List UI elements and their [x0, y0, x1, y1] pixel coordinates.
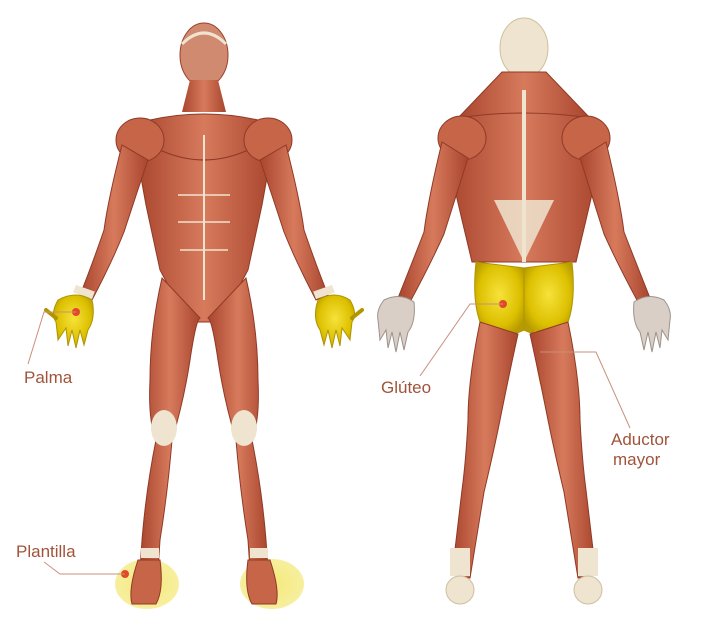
label-aductor-line2: mayor — [611, 450, 670, 470]
label-palma: Palma — [24, 368, 72, 388]
back-head — [500, 18, 548, 78]
front-neck — [182, 80, 226, 112]
label-gluteo: Glúteo — [381, 378, 431, 398]
back-right-heel — [574, 576, 602, 604]
plantilla-leader — [44, 562, 125, 574]
front-right-foot — [247, 560, 277, 604]
back-left-arm — [398, 142, 468, 302]
gluteus-highlight — [475, 262, 574, 335]
label-plantilla: Plantilla — [16, 542, 76, 562]
front-figure — [46, 23, 362, 609]
left-palm-highlight — [46, 295, 93, 348]
back-left-leg — [452, 322, 518, 578]
back-right-arm — [580, 142, 650, 302]
front-right-arm — [260, 145, 328, 300]
back-left-heel — [446, 576, 474, 604]
label-aductor-line1: Aductor — [611, 430, 670, 450]
back-left-hand — [378, 296, 415, 352]
front-left-foot — [131, 560, 161, 604]
back-right-leg — [530, 322, 596, 578]
front-left-arm — [80, 145, 148, 300]
back-figure — [378, 18, 671, 604]
right-palm-highlight — [315, 295, 362, 348]
label-aductor-mayor: Aductor mayor — [611, 430, 670, 470]
back-right-hand — [634, 296, 671, 352]
